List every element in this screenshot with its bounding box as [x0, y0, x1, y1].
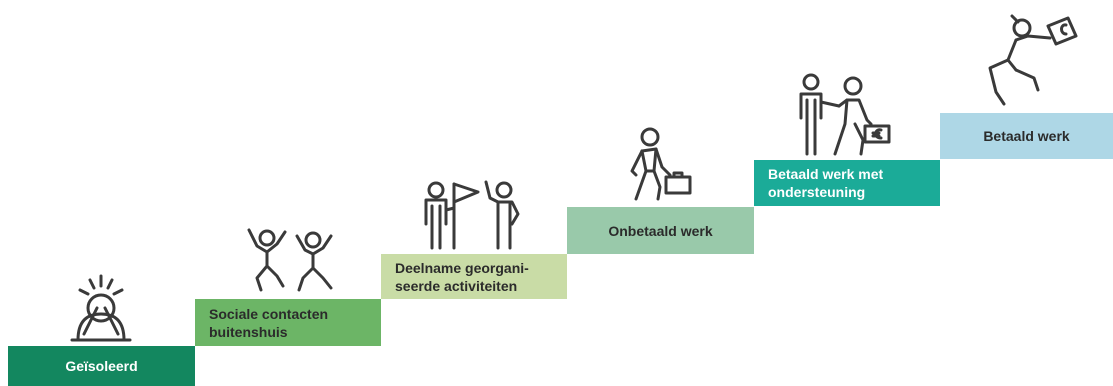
step-label: Deelname georgani-seerde activiteiten — [395, 259, 529, 294]
two-people-jumping-icon — [243, 226, 339, 292]
step-betaald-werk: Betaald werk — [940, 113, 1113, 159]
group-with-flag-icon — [420, 180, 528, 250]
step-onbetaald-werk: Onbetaald werk — [567, 207, 754, 254]
step-geisoleerd: Geïsoleerd — [8, 346, 195, 386]
step-sociale-contacten: Sociale contacten buitenshuis — [195, 299, 381, 346]
running-person-with-euro-briefcase-icon — [978, 12, 1086, 107]
step-label: Geïsoleerd — [65, 358, 138, 374]
step-deelname-activiteiten: Deelname georgani-seerde activiteiten — [381, 254, 567, 299]
step-label: Onbetaald werk — [608, 222, 713, 239]
step-label: Sociale contacten buitenshuis — [209, 305, 329, 340]
isolated-person-icon — [64, 272, 138, 342]
step-label: Betaald werk — [983, 128, 1070, 144]
walking-person-with-briefcase-icon — [624, 127, 694, 202]
supported-worker-with-euro-briefcase-icon — [795, 72, 895, 157]
step-label: Betaald werk met ondersteuning — [768, 166, 884, 200]
step-betaald-werk-ondersteuning: Betaald werk met ondersteuning — [754, 160, 940, 206]
